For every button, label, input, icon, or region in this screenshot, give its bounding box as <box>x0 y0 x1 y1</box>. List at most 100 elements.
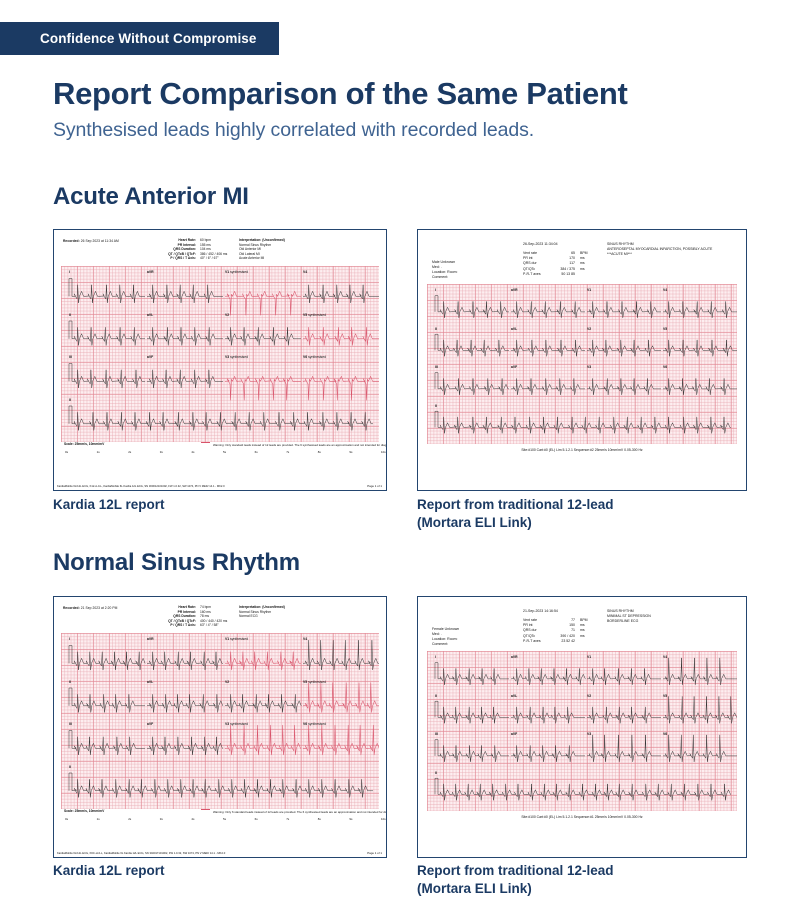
text-line: Male Unknown <box>432 260 456 264</box>
lead-label-iii: III <box>435 732 438 736</box>
measurement-label: P-R-T axes <box>523 638 541 643</box>
measurement-unit: BPM <box>580 618 588 622</box>
measurement-row: P / QRS / T Axis:40° / 6° / 67° <box>149 256 227 261</box>
measurement-label: PR int <box>523 256 533 261</box>
recorded-lead-trace <box>146 694 224 713</box>
recorded-lead-trace <box>147 327 223 346</box>
measurement-label: PR int <box>523 623 533 628</box>
kardia-report-header: Recorded: 21 Sep 2023 at 2:20 PM Heart R… <box>61 603 379 633</box>
lead-label-v5: V5 <box>663 693 668 698</box>
synthesised-lead-trace <box>224 724 301 756</box>
recorded-lead-trace <box>302 639 379 671</box>
recorded-lead-trace <box>147 736 223 756</box>
lead-label-v6: V6 <box>663 732 668 736</box>
measurement-label: P / QRS / T Axis: <box>170 256 196 261</box>
synthesised-lead-trace <box>302 327 379 346</box>
recorded-lead-trace <box>586 668 661 686</box>
axis-tick: 0s <box>65 450 69 454</box>
axis-tick: 9s <box>349 450 353 454</box>
measurement-label: P / QRS / T Axis: <box>170 623 196 628</box>
lead-label-avr: aVR <box>147 270 154 274</box>
lead-label-v4: V4 <box>663 655 668 659</box>
text-line: Normal ECG <box>239 614 258 619</box>
device-settings-line: Site:#100 Cart:#0 (EL) Lim 5.1.2.1 Seque… <box>521 815 643 819</box>
measurement-label: Vent rate <box>523 618 538 622</box>
lead-label-ii: II <box>435 770 437 775</box>
caption-line-2: (Mortara ELI Link) <box>417 515 532 530</box>
recording-datetime: 21-Sep-2023 14:16:54 <box>523 609 558 613</box>
measurement-label: Heart Rate: <box>178 238 196 242</box>
recorded-lead-trace <box>68 645 146 671</box>
recording-datetime: 26-Sep-2023 11:34:04 <box>523 242 558 246</box>
kardia-report-card-acute-anterior-mi[interactable]: Recorded: 26 Sep 2023 at 11:34 AM Heart … <box>53 229 387 491</box>
measurement-label: QRS dur <box>523 628 537 633</box>
recorded-lead-trace <box>434 410 731 434</box>
recorded-lead-trace <box>434 295 509 319</box>
measurement-value: 74 bpm <box>200 605 211 609</box>
text-line: Normal Sinus Rhythm <box>239 242 272 247</box>
lead-label-avf: aVF <box>511 732 518 736</box>
measurement-value: 63° / 4° / 58° <box>200 623 219 628</box>
measurement-label: PR Interval: <box>177 242 196 247</box>
synthesised-lead-trace <box>302 682 379 713</box>
measurement-label: Vent rate <box>523 251 538 255</box>
lead-label-avr: aVR <box>511 655 518 659</box>
lead-label-avf: aVF <box>511 365 518 369</box>
lead-label-v5: V5 <box>663 326 668 331</box>
lead-label-i: I <box>435 655 436 659</box>
lead-label-v3: V3 synthesised <box>225 355 248 359</box>
recorded-lead-trace <box>224 694 302 713</box>
text-line: BORDERLINE ECG <box>607 619 639 624</box>
synthesised-lead-trace <box>302 376 379 401</box>
lead-label-avf: aVF <box>147 355 154 359</box>
measurement-value: 78 ms <box>200 614 209 619</box>
measurement-row: Vent rate 65 BPM <box>523 251 588 256</box>
measurement-value: 65 <box>571 251 575 255</box>
recorded-lead-trace <box>662 378 737 396</box>
ecg-trace-svg <box>434 295 737 434</box>
recorded-lead-trace <box>510 378 585 396</box>
measurement-row: QT / QTcB / QTcF:400 / 440 / 420 ms <box>149 619 227 624</box>
page-title: Report Comparison of the Same Patient <box>53 76 628 111</box>
axis-tick: 2s <box>128 817 132 821</box>
kardia-report-card-normal-sinus-rhythm[interactable]: Recorded: 21 Sep 2023 at 2:20 PM Heart R… <box>53 596 387 858</box>
lead-label-avr: aVR <box>147 637 154 641</box>
axis-tick: 7s <box>286 450 290 454</box>
recorded-lead-trace <box>510 301 585 319</box>
measurement-row: QRS Duration:104 ms <box>149 247 227 252</box>
interpretation-title: Interpretation: (Unconfirmed) <box>239 238 285 242</box>
measurement-label: QT / QTcB / QTcF: <box>168 251 196 256</box>
interpretation-block: Interpretation: (Unconfirmed) Normal Sin… <box>239 238 285 261</box>
axis-tick: 10s <box>381 817 386 821</box>
kardia-scale-row: Scale: 25mm/s, 10mm/mV Warning: Only sta… <box>61 442 386 450</box>
text-line: Female Unknown <box>432 627 460 631</box>
measurement-label: QRS dur <box>523 261 537 266</box>
measurement-unit: BPM <box>580 251 588 255</box>
lead-label-i: I <box>435 288 436 292</box>
caption-line-1: Report from traditional 12-lead <box>417 497 614 512</box>
device-legal-line: KardiaMobile 6L/12L ECG, K6C-H-0-L, Kard… <box>57 852 226 855</box>
recorded-lead-trace <box>434 700 509 724</box>
lead-label-ii: II <box>435 403 437 408</box>
lead-label-avr: aVR <box>511 288 518 292</box>
text-line: MINIMAL ST DEPRESSION <box>607 614 651 619</box>
measurement-value: 400 / 440 / 420 ms <box>200 618 228 623</box>
measurement-unit: ms <box>580 628 585 633</box>
text-line: Old Anterior MI <box>239 247 261 252</box>
axis-tick: 7s <box>286 817 290 821</box>
recorded-lead-trace <box>510 339 585 357</box>
measurement-label: PR Interval: <box>177 609 196 614</box>
interpretation-block: Interpretation: (Unconfirmed) Normal Sin… <box>239 605 285 619</box>
lead-label-v6: V6 <box>663 365 668 369</box>
